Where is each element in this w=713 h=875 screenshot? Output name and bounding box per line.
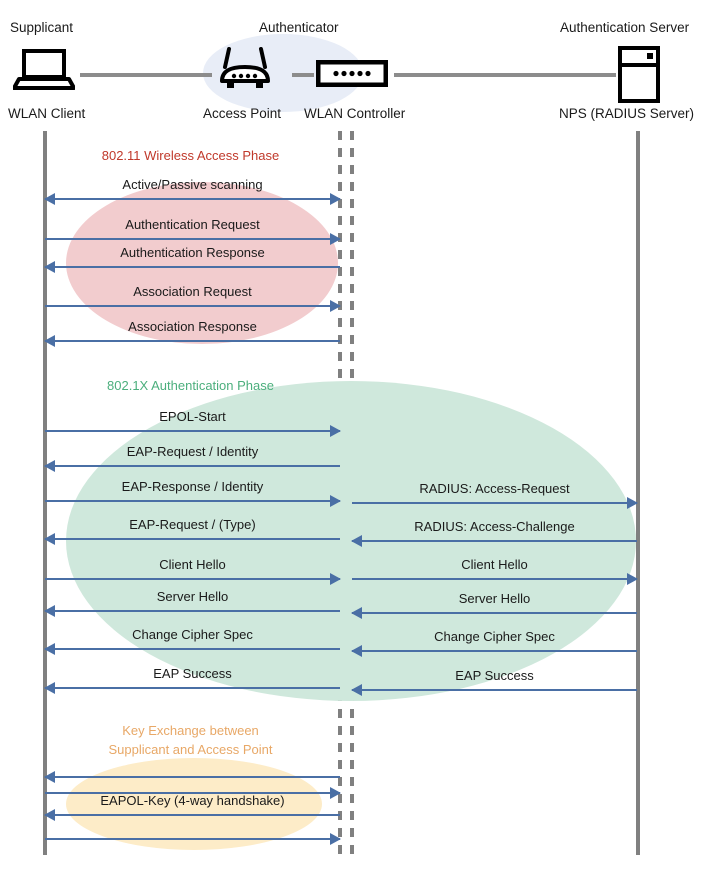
message-label: Active/Passive scanning — [122, 177, 263, 192]
lifeline-supplicant — [43, 131, 47, 855]
link-client-to-ap — [80, 73, 212, 77]
message-label: EAPOL-Key (4-way handshake) — [100, 793, 285, 808]
arrowhead-left-icon — [351, 535, 362, 547]
arrowhead-left-icon — [44, 261, 55, 273]
message-label: Client Hello — [461, 557, 528, 572]
arrowhead-left-icon — [351, 607, 362, 619]
link-ap-to-controller — [292, 73, 314, 77]
arrowhead-right-icon — [330, 787, 341, 799]
message-label: Server Hello — [156, 589, 229, 604]
arrowhead-right-icon — [627, 497, 638, 509]
actor-device-wlan-client: WLAN Client — [8, 106, 86, 121]
link-controller-to-server — [394, 73, 616, 77]
message-label: EAP Success — [153, 666, 232, 681]
phase-title-key-exchange-line1: Key Exchange between — [122, 723, 259, 738]
arrowhead-right-icon — [330, 573, 341, 585]
actor-device-access-point: Access Point — [203, 106, 282, 121]
arrowhead-right-icon — [627, 573, 638, 585]
arrowhead-left-icon — [44, 682, 55, 694]
message-label: EAP-Response / Identity — [121, 479, 264, 494]
message-label: Change Cipher Spec — [434, 629, 555, 644]
arrowhead-left-icon — [44, 533, 55, 545]
message-label: Client Hello — [159, 557, 226, 572]
arrowhead-right-icon — [330, 425, 341, 437]
arrowhead-right-icon — [330, 300, 341, 312]
message-label: EAP-Request / Identity — [126, 444, 259, 459]
arrowhead-left-icon — [351, 684, 362, 696]
phase-ellipse-80211 — [66, 182, 338, 344]
actor-role-authenticator: Authenticator — [259, 20, 339, 35]
message-label: Authentication Request — [125, 217, 260, 232]
actor-device-wlan-controller: WLAN Controller — [304, 106, 406, 121]
message-label: RADIUS: Access-Request — [419, 481, 570, 496]
message-label: EAP-Request / (Type) — [129, 517, 256, 532]
phase-title-80211: 802.11 Wireless Access Phase — [101, 148, 280, 163]
arrowhead-right-icon — [330, 495, 341, 507]
server-tower-icon — [617, 46, 661, 108]
actor-device-nps-radius-server: NPS (RADIUS Server) — [559, 106, 695, 121]
arrowhead-left-icon — [351, 645, 362, 657]
arrowhead-left-icon — [44, 643, 55, 655]
arrowhead-left-icon — [44, 771, 55, 783]
arrowhead-left-icon — [44, 193, 55, 205]
arrowhead-left-icon — [44, 809, 55, 821]
actor-role-auth-server: Authentication Server — [560, 20, 690, 35]
wireless-router-icon — [216, 47, 274, 97]
message-label: EPOL-Start — [159, 409, 226, 424]
phase-ellipse-key-exchange — [66, 758, 322, 850]
arrowhead-left-icon — [44, 460, 55, 472]
lifeline-auth-server — [636, 131, 640, 855]
arrowhead-right-icon — [330, 833, 341, 845]
network-switch-icon — [315, 59, 389, 92]
message-label: Association Response — [128, 319, 257, 334]
message-label: Authentication Response — [120, 245, 265, 260]
phase-title-8021x: 802.1X Authentication Phase — [107, 378, 274, 393]
message-label: EAP Success — [455, 668, 534, 683]
arrowhead-left-icon — [44, 605, 55, 617]
phase-title-key-exchange-line2: Supplicant and Access Point — [108, 742, 273, 757]
message-label: Change Cipher Spec — [132, 627, 253, 642]
message-label: Server Hello — [458, 591, 531, 606]
arrowhead-right-icon — [330, 193, 341, 205]
message-label: Association Request — [133, 284, 252, 299]
message-label: RADIUS: Access-Challenge — [414, 519, 575, 534]
laptop-icon — [12, 48, 76, 95]
arrowhead-left-icon — [44, 335, 55, 347]
actor-role-supplicant: Supplicant — [10, 20, 74, 35]
arrowhead-right-icon — [330, 233, 341, 245]
